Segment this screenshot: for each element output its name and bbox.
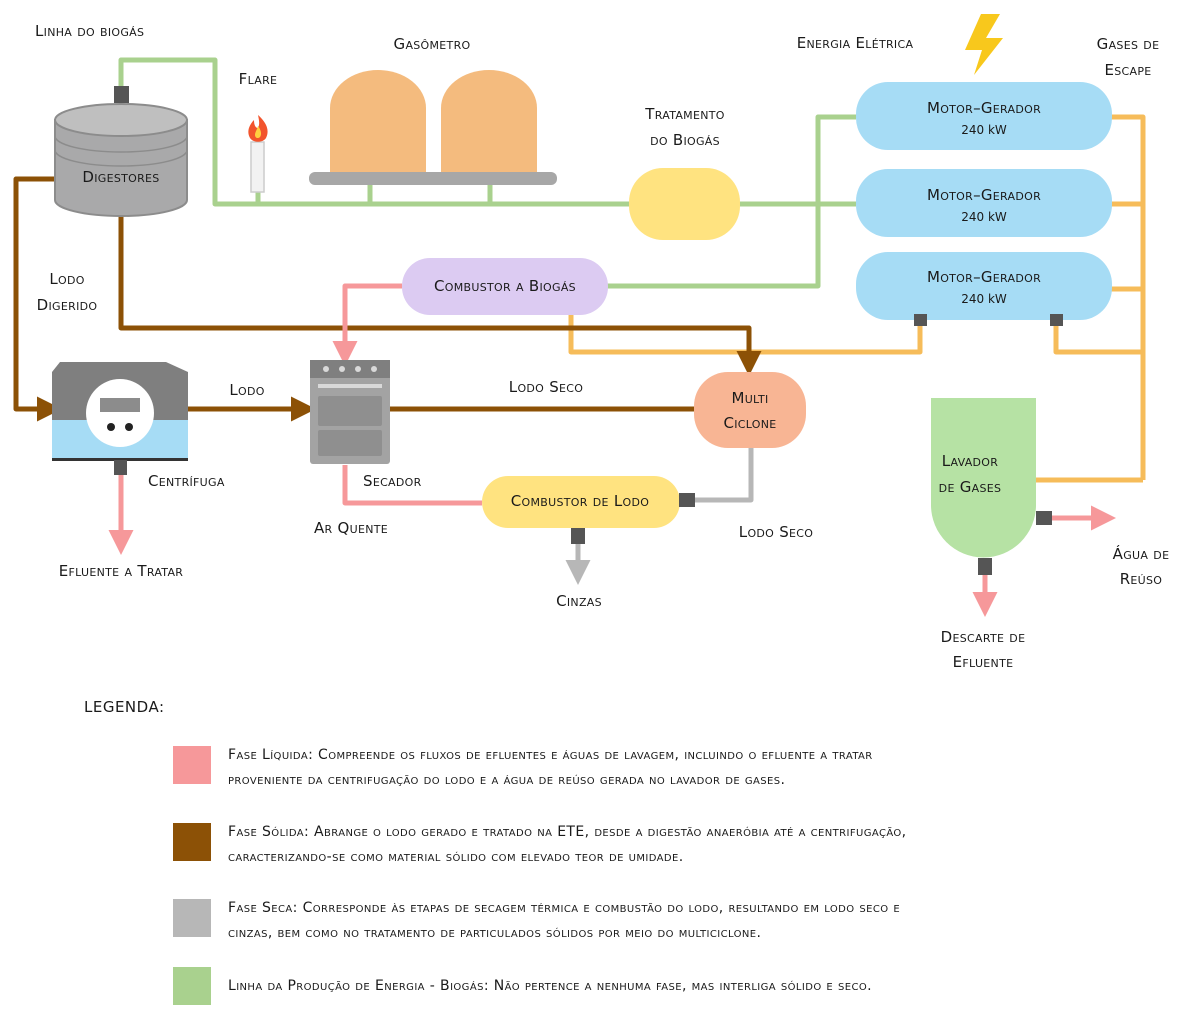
exhaust-return-loop <box>568 312 923 355</box>
digested-sludge-pipe <box>13 176 62 422</box>
legend-item-solid: Fase Sólida: Abrange o lodo gerado e tra… <box>173 823 907 865</box>
sludge-label: Lodo <box>229 381 264 399</box>
biogas-burner: Combustor a Biogás <box>402 258 608 315</box>
motor-1-name: Motor–Gerador <box>927 99 1041 117</box>
ashes-label: Cinzas <box>556 592 602 610</box>
biogas-treatment-unit <box>629 168 740 240</box>
legend-text-line2: proveniente da centrifugação do lodo e a… <box>228 772 785 788</box>
dry-lines <box>565 448 754 585</box>
dry-sludge-top-label: Lodo Seco <box>509 378 583 396</box>
digested-sludge-label-2: Digerido <box>37 296 98 314</box>
solid-lines <box>13 176 762 422</box>
exhaust-gases-label-2: Escape <box>1104 61 1151 79</box>
motor-1-exhaust <box>1110 114 1146 480</box>
motor-1-feed <box>815 114 856 204</box>
motor-3-name: Motor–Gerador <box>927 268 1041 286</box>
digesters-label: Digestores <box>82 168 159 186</box>
motor-3-exhaust-down <box>1053 320 1143 355</box>
biogas-burner-feed <box>606 204 821 289</box>
sludge-burner: Combustor de Lodo <box>482 476 695 544</box>
lightning-bolt-icon <box>965 14 1003 75</box>
legend-text-line1: Linha da Produção de Energia - Biogás: N… <box>228 978 872 994</box>
scrubber-label-2: de Gases <box>939 478 1002 496</box>
digester-to-cyclone <box>118 216 762 376</box>
energy-lines <box>118 57 856 289</box>
multi-cyclone: Multi Ciclone <box>694 372 806 448</box>
motor-3-outlet-right <box>1050 314 1063 326</box>
centrifuge-label: Centrífuga <box>148 472 225 490</box>
digester-tank: Digestores <box>54 86 188 217</box>
legend-text-line1: Fase Líquida: Compreende os fluxos de ef… <box>228 747 873 763</box>
legend-item-liquid: Fase Líquida: Compreende os fluxos de ef… <box>173 746 873 788</box>
legend-title: LEGENDA: <box>84 698 165 716</box>
digested-sludge-label-1: Lodo <box>49 270 84 288</box>
flare-label: Flare <box>239 70 278 88</box>
legend-swatch <box>173 823 211 861</box>
biogas-treatment-label-1: Tratamento <box>644 105 725 123</box>
legend: LEGENDA: Fase Líquida: Compreende os flu… <box>84 698 907 1005</box>
reuse-water-label-1: Água de <box>1113 544 1170 563</box>
legend-item-dry: Fase Seca: Corresponde às etapas de seca… <box>173 899 900 941</box>
motor-3-power: 240 kW <box>961 292 1007 306</box>
biogas-treatment-label-2: do Biogás <box>650 131 720 149</box>
centrifuge-display <box>86 379 154 447</box>
motor-generator-2: Motor–Gerador 240 kW <box>856 169 1112 237</box>
motor-1-power: 240 kW <box>961 123 1007 137</box>
dry-sludge-bottom-label: Lodo Seco <box>739 523 813 541</box>
legend-text-line2: cinzas, bem como no tratamento de partic… <box>228 925 761 941</box>
gasometer-base <box>309 172 557 185</box>
cyclone-to-sludge-burner <box>694 448 754 503</box>
reuse-water-label-2: Reúso <box>1120 570 1163 588</box>
legend-text-line2: caracterizando-se como material sólido c… <box>228 849 684 865</box>
legend-text-line1: Fase Seca: Corresponde às etapas de seca… <box>228 900 900 916</box>
legend-swatch <box>173 899 211 937</box>
dryer-oven: Secador <box>310 360 422 490</box>
motor-generator-3: Motor–Gerador 240 kW <box>856 252 1112 320</box>
sludge-burner-label: Combustor de Lodo <box>511 492 649 510</box>
effluent-to-treat-label: Efluente a Tratar <box>59 562 184 580</box>
centrifuge: Centrífuga <box>52 362 225 490</box>
legend-item-energy: Linha da Produção de Energia - Biogás: N… <box>173 967 872 1005</box>
legend-swatch <box>173 967 211 1005</box>
legend-text-line1: Fase Sólida: Abrange o lodo gerado e tra… <box>228 824 907 840</box>
gasometer-label: Gasômetro <box>394 35 471 53</box>
multi-cyclone-label-1: Multi <box>731 389 768 407</box>
flare <box>248 115 268 193</box>
motor-generator-1: Motor–Gerador 240 kW <box>856 82 1112 150</box>
electric-energy-label: Energia Elétrica <box>797 34 914 52</box>
hot-air-to-dryer <box>332 283 402 366</box>
exhaust-gases-label-1: Gases de <box>1097 35 1160 53</box>
hot-air-label: Ar Quente <box>314 519 388 537</box>
motor-3-outlet-left <box>914 314 927 326</box>
liquid-lines <box>108 283 1116 617</box>
digester-valve <box>114 86 129 103</box>
scrubber-label-1: Lavador <box>942 452 998 470</box>
motor-2-power: 240 kW <box>961 210 1007 224</box>
biogas-line-label: Linha do biogás <box>35 22 144 40</box>
biogas-line-pipe <box>118 57 629 207</box>
motor-2-name: Motor–Gerador <box>927 186 1041 204</box>
effluent-discharge-label-2: Efluente <box>953 653 1014 671</box>
multi-cyclone-label-2: Ciclone <box>723 414 776 432</box>
hot-air-return <box>342 465 482 506</box>
dryer-label: Secador <box>363 472 422 490</box>
gasometer <box>309 70 557 185</box>
biogas-burner-label: Combustor a Biogás <box>434 277 576 295</box>
effluent-discharge-label-1: Descarte de <box>941 628 1026 646</box>
legend-swatch <box>173 746 211 784</box>
gas-scrubber: Lavador de Gases <box>931 398 1052 575</box>
